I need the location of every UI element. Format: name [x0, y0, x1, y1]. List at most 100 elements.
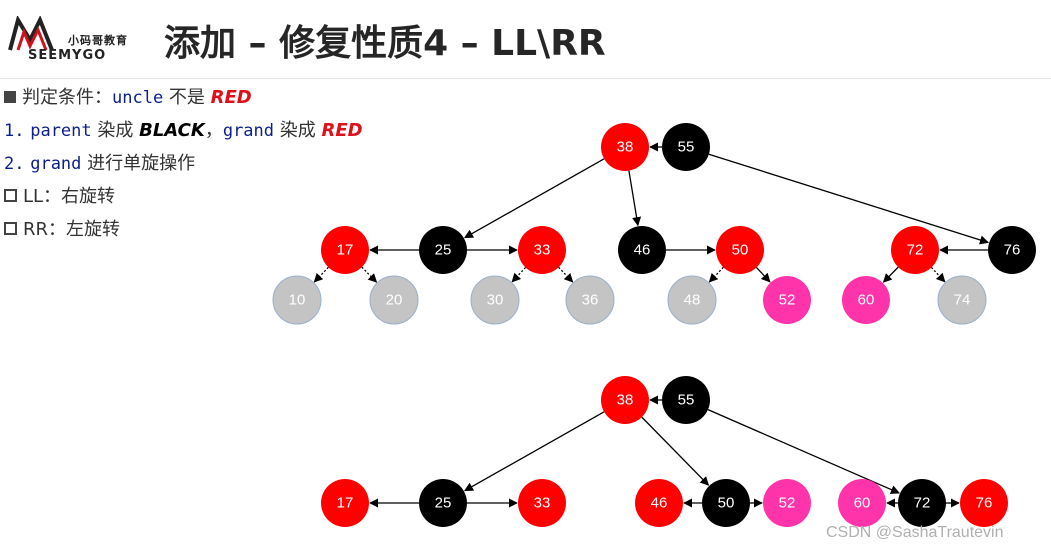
node-circle [838, 479, 886, 527]
node-circle [898, 479, 946, 527]
node-label: 72 [907, 242, 924, 259]
node-circle [369, 275, 419, 325]
tree-node-a55: 55 [662, 376, 710, 424]
tree-node-b74: 74 [937, 275, 987, 325]
edge-b50-to-b52 [755, 267, 771, 283]
tree-node-a46: 46 [635, 479, 683, 527]
tree-node-a72: 72 [898, 479, 946, 527]
node-label: 33 [534, 495, 551, 512]
edge-b50-to-b48 [708, 266, 724, 283]
tree-node-b20: 20 [369, 275, 419, 325]
node-circle [763, 479, 811, 527]
red-keyword: RED [321, 120, 363, 141]
tree-node-b36: 36 [565, 275, 615, 325]
node-circle [518, 479, 566, 527]
node-label: 33 [534, 242, 551, 259]
tree-node-b17: 17 [321, 226, 369, 274]
logo-chinese-text: 小码哥教育 [68, 34, 128, 47]
tree-node-b48: 48 [667, 275, 717, 325]
black-keyword: BLACK [139, 120, 205, 141]
tree-node-b72: 72 [891, 226, 939, 274]
node-circle [419, 479, 467, 527]
step-number: 1. [4, 121, 25, 141]
node-label: 38 [617, 139, 634, 156]
node-circle [601, 123, 649, 171]
rules-list: 判定条件：uncle 不是 RED 1. parent 染成 BLACK，gra… [4, 86, 363, 251]
tree-node-a76: 76 [960, 479, 1008, 527]
node-circle [321, 479, 369, 527]
tree-node-a50: 50 [702, 479, 750, 527]
edge-b17-to-b10 [313, 266, 329, 283]
node-label: 17 [337, 495, 354, 512]
node-circle [272, 275, 322, 325]
rule-text: 染成 [274, 120, 322, 141]
code-parent: parent [30, 121, 92, 141]
node-circle [716, 226, 764, 274]
tree-node-a60: 60 [838, 479, 886, 527]
code-uncle: uncle [112, 88, 164, 108]
tree-node-b46: 46 [618, 226, 666, 274]
node-circle [618, 226, 666, 274]
rule-rr: RR：左旋转 [4, 218, 363, 251]
node-circle [937, 275, 987, 325]
node-circle [702, 479, 750, 527]
node-circle [321, 226, 369, 274]
edge-a38-to-a50 [641, 416, 710, 486]
rule-text: RR：左旋转 [23, 219, 121, 240]
node-label: 74 [954, 292, 971, 309]
node-circle [565, 275, 615, 325]
edge-a38-to-a25 [463, 411, 605, 492]
rule-text: 染成 [91, 120, 140, 141]
tree-node-a38: 38 [601, 376, 649, 424]
node-circle [988, 226, 1036, 274]
node-label: 52 [779, 495, 796, 512]
watermark: CSDN @SashaTrautevin [826, 524, 1004, 541]
tree-node-b33: 33 [518, 226, 566, 274]
node-label: 50 [732, 242, 749, 259]
node-circle [667, 275, 717, 325]
rule-text: LL：右旋转 [23, 186, 116, 207]
node-label: 25 [435, 495, 452, 512]
node-circle [601, 376, 649, 424]
page-title: 添加 – 修复性质4 – LL\RR [164, 23, 606, 64]
edge-b38-to-b46 [628, 170, 642, 227]
node-label: 17 [337, 242, 354, 259]
edge-b33-to-b36 [558, 266, 574, 283]
rule-text: 不是 [163, 87, 211, 108]
tree-node-b38: 38 [601, 123, 649, 171]
node-label: 25 [435, 242, 452, 259]
rule-step-1: 1. parent 染成 BLACK，grand 染成 RED [4, 119, 363, 152]
red-keyword: RED [210, 87, 252, 108]
tree-node-b76: 76 [988, 226, 1036, 274]
node-label: 30 [487, 292, 504, 309]
edge-b72-to-b74 [930, 267, 946, 283]
node-circle [470, 275, 520, 325]
node-circle [662, 123, 710, 171]
node-circle [763, 276, 811, 324]
edge-a55-to-a72 [707, 409, 900, 494]
node-label: 46 [651, 495, 668, 512]
node-circle [419, 226, 467, 274]
tree-node-a17: 17 [321, 479, 369, 527]
edge-b38-to-b25 [463, 158, 605, 239]
edge-b33-to-b30 [511, 267, 527, 283]
tree-node-b60: 60 [842, 276, 890, 324]
rule-condition: 判定条件：uncle 不是 RED [4, 86, 363, 119]
node-circle [518, 226, 566, 274]
node-circle [891, 226, 939, 274]
edge-b72-to-b60 [882, 266, 899, 283]
node-label: 55 [678, 139, 695, 156]
node-label: 48 [684, 292, 701, 309]
rule-step-2: 2. grand 进行单旋操作 [4, 152, 363, 185]
node-label: 72 [914, 495, 931, 512]
tree-node-a52: 52 [763, 479, 811, 527]
rule-ll: LL：右旋转 [4, 185, 363, 218]
node-label: 60 [854, 495, 871, 512]
tree-node-b55: 55 [662, 123, 710, 171]
node-label: 10 [289, 292, 306, 309]
bullet-square-icon [4, 91, 16, 103]
node-label: 60 [858, 292, 875, 309]
node-label: 38 [617, 392, 634, 409]
logo-m-icon [8, 16, 54, 51]
